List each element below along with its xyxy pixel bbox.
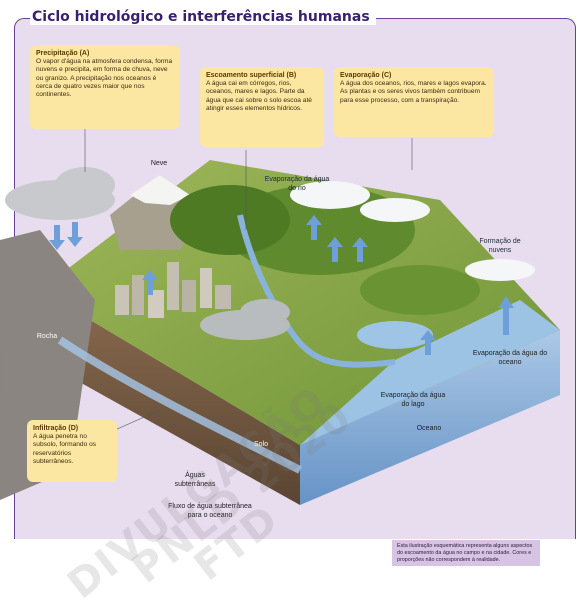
forest: [170, 185, 290, 255]
label-ocean: Oceano: [416, 425, 442, 432]
snow-cap: [130, 175, 190, 205]
label-river-evaporation: Evaporação da água do rio: [264, 176, 330, 192]
leader-lines: [84, 128, 413, 431]
cloud: [290, 181, 535, 281]
runoff-heading: Escoamento superficial (B): [206, 72, 297, 79]
runoff-text: A água cai em córregos, rios, oceanos, m…: [206, 80, 312, 112]
label-cloud-formation: Formação de nuvens: [479, 238, 521, 254]
river: [237, 214, 396, 368]
evaporation-heading: Evaporação (C): [340, 72, 392, 79]
infiltration-heading: Infiltração (D): [33, 425, 79, 432]
precipitation-heading: Precipitação (A): [36, 50, 90, 57]
label-groundwater-flow: Fluxo de água subterrânea para o oceano: [168, 503, 252, 519]
groundwater-flow: [57, 336, 302, 474]
precipitation-text: O vapor d'água na atmosfera condensa, fo…: [36, 58, 173, 99]
infiltration-box: Infiltração (D) A água penetra no subsol…: [27, 420, 117, 482]
diagram-stage: Ciclo hidrológico e interferências human…: [0, 9, 576, 608]
lake: [357, 321, 433, 349]
label-ocean-evaporation: Evaporação da água do oceano: [472, 350, 548, 366]
infiltration-text: A água penetra no subsolo, formando os r…: [33, 433, 97, 465]
label-groundwater: Águas subterrâneas: [174, 472, 216, 488]
evaporation-text: A água dos oceanos, rios, mares e lagos …: [340, 80, 487, 104]
evaporation-box: Evaporação (C) A água dos oceanos, rios,…: [334, 67, 494, 137]
label-snow: Neve: [150, 160, 168, 167]
page-title: Ciclo hidrológico e interferências human…: [30, 9, 376, 25]
storm-cloud: [200, 299, 290, 340]
illustrator-credit: NELSON CARDOSO: [4, 347, 9, 390]
label-rock: Rocha: [36, 333, 58, 340]
forest: [360, 265, 480, 315]
label-lake-evaporation: Evaporação da água do lago: [380, 392, 446, 408]
water-flow-arrows: [49, 215, 514, 355]
illustration-note: Esta ilustração esquemática representa a…: [392, 540, 540, 567]
precipitation-box: Precipitação (A) O vapor d'água na atmos…: [30, 45, 180, 129]
ocean-cross-section: [300, 330, 560, 505]
storm-cloud: [5, 167, 115, 220]
landscape-illustration: [0, 128, 560, 505]
label-soil: Solo: [253, 441, 268, 448]
runoff-box: Escoamento superficial (B) A água cai em…: [200, 67, 324, 147]
ocean-surface: [300, 300, 560, 445]
city: [115, 262, 231, 318]
soil-cross-section: [40, 290, 300, 505]
